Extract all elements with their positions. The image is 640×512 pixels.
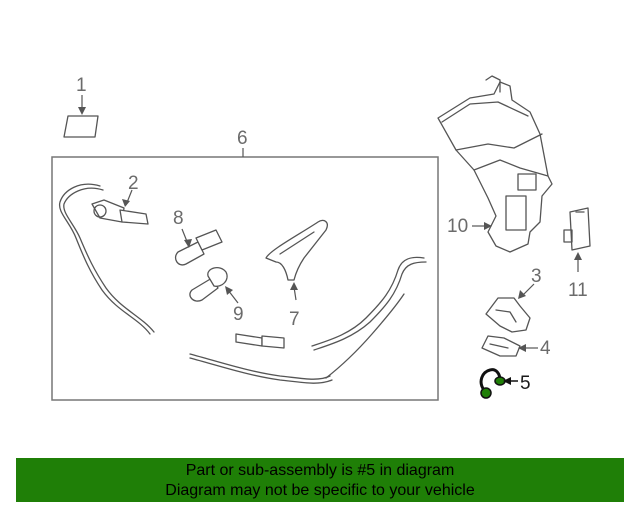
banner-line-1: Part or sub-assembly is #5 in diagram bbox=[185, 462, 455, 479]
part-info-banner: Part or sub-assembly is #5 in diagram Di… bbox=[16, 458, 624, 502]
part-8-washer-jet[interactable] bbox=[174, 228, 223, 266]
part-7-nozzle-bracket[interactable] bbox=[265, 219, 328, 301]
callout-8: 8 bbox=[173, 208, 184, 229]
part-4-bracket[interactable] bbox=[481, 335, 538, 357]
callout-2: 2 bbox=[128, 173, 139, 194]
callout-9: 9 bbox=[233, 304, 244, 325]
callout-10: 10 bbox=[447, 216, 468, 237]
callout-3: 3 bbox=[531, 266, 542, 287]
callout-6: 6 bbox=[237, 128, 248, 149]
callout-1: 1 bbox=[76, 75, 87, 96]
washer-hose-left[interactable] bbox=[58, 183, 155, 335]
part-1-label-sticker[interactable] bbox=[63, 95, 99, 138]
part-2-hose-connector[interactable] bbox=[91, 189, 149, 225]
callout-4: 4 bbox=[540, 338, 551, 359]
part-5-highlighted-hose[interactable] bbox=[479, 368, 518, 399]
part-6-kit-frame bbox=[51, 156, 439, 401]
washer-hose-right[interactable] bbox=[311, 256, 427, 379]
part-3-filler-piece[interactable] bbox=[485, 283, 535, 333]
part-9-washer-jet[interactable] bbox=[189, 266, 239, 304]
callout-7: 7 bbox=[289, 309, 300, 330]
washer-hose-bottom[interactable] bbox=[189, 333, 333, 384]
callout-11: 11 bbox=[568, 280, 588, 301]
part-11-washer-pump[interactable] bbox=[563, 207, 591, 272]
banner-line-2: Diagram may not be specific to your vehi… bbox=[165, 482, 475, 499]
callout-5: 5 bbox=[520, 373, 531, 394]
part-10-washer-reservoir[interactable] bbox=[437, 75, 553, 253]
